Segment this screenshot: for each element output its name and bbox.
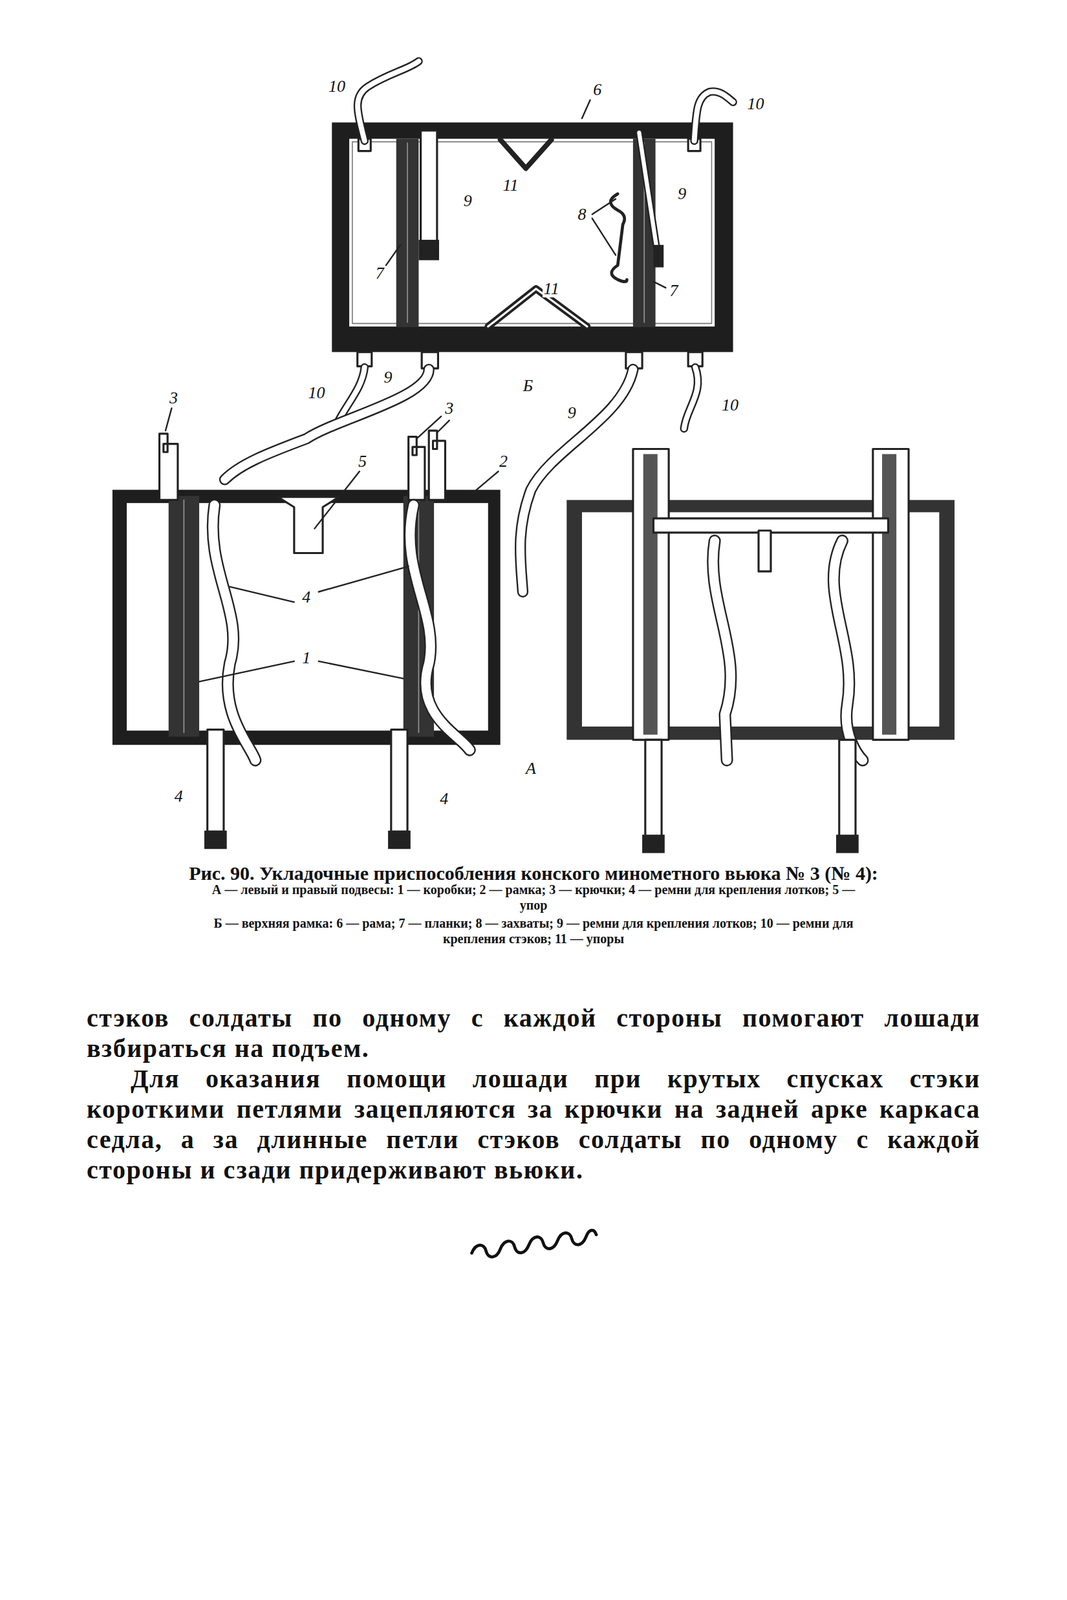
- callout-number: 1: [300, 649, 312, 667]
- callout-number: 5: [356, 453, 368, 471]
- body-paragraph: Для оказания помощи лошади при крутых сп…: [86, 1063, 981, 1186]
- callout-number: 7: [374, 265, 386, 282]
- callout-number: 10: [327, 78, 347, 96]
- callout-number: А: [524, 760, 538, 778]
- callout-number: 3: [168, 389, 180, 407]
- callout-number: 4: [173, 788, 185, 806]
- callout-number: 8: [576, 206, 588, 224]
- callout-number: 3: [443, 400, 455, 418]
- callout-number: 9: [676, 185, 688, 203]
- callout-number: 10: [745, 95, 766, 113]
- callout-number: 7: [668, 282, 680, 300]
- callout-number: 2: [497, 453, 509, 471]
- callout-number: 11: [501, 177, 520, 194]
- callout-number: 10: [720, 397, 740, 414]
- body-text: стэков солдаты по одному с каждой сторон…: [86, 1002, 981, 1186]
- callout-number: 9: [462, 192, 474, 210]
- callout-number: Б: [521, 377, 535, 395]
- callout-number: 9: [382, 369, 394, 387]
- callout-number: 10: [306, 384, 326, 402]
- callout-number: 4: [438, 790, 450, 808]
- callout-number: 11: [542, 280, 561, 298]
- callout-number: 9: [566, 404, 578, 422]
- callout-number: 4: [300, 589, 312, 606]
- callout-number: 6: [591, 81, 603, 99]
- body-paragraph: стэков солдаты по одному с каждой сторон…: [86, 1002, 981, 1064]
- figure-caption: Рис. 90. Укладочные приспособления конск…: [0, 862, 1067, 885]
- caption-explanation: А — левый и правый подвесы: 1 — коробки;…: [210, 882, 857, 914]
- caption-explanation: Б — верхняя рамка: 6 — рама; 7 — планки;…: [210, 915, 857, 947]
